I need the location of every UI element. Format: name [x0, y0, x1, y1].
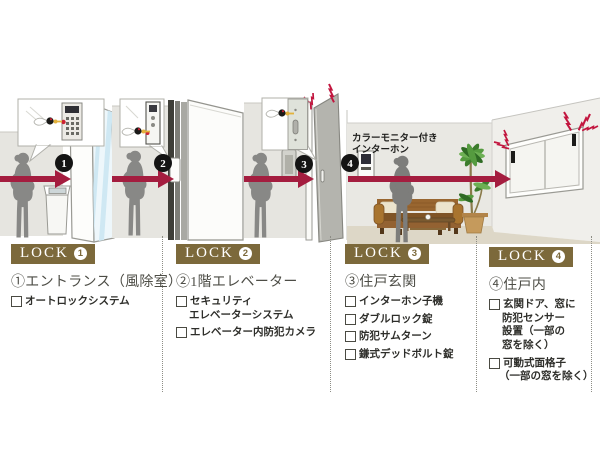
monitor-intercom-label-line1: カラーモニター付き: [352, 132, 438, 144]
checklist-item-text: エレベーターシステム: [189, 308, 294, 321]
checklist-item: ダブルロック錠: [345, 313, 473, 327]
keyfob-callout: [17, 98, 105, 163]
lock-section-3: LOCK 3 ③住戸玄関 インターホン子機 ダブルロック錠 防犯サムターン 鎌式…: [345, 244, 473, 362]
plant-leaves: [458, 143, 491, 203]
lock-badge-number: 2: [238, 247, 252, 260]
svg-text:3: 3: [301, 159, 307, 171]
checklist-item: オートロックシステム: [11, 295, 161, 309]
flow-step-badges: 1 2 3 4: [55, 154, 359, 173]
window-icon: [505, 126, 584, 199]
keyfob-callout: [261, 97, 318, 162]
floor: [347, 226, 600, 244]
checklist-item-text: 玄関ドア、窓に: [503, 298, 576, 310]
lock-section-2: LOCK 2 ②1階エレベーター セキュリティ エレベーターシステム エレベータ…: [176, 244, 326, 340]
lock-badge-number: 4: [551, 250, 565, 263]
checklist-item: インターホン子機: [345, 295, 473, 309]
checkbox-icon: [176, 327, 187, 339]
column-divider: [330, 236, 331, 392]
elevator-door-icon: [168, 99, 244, 241]
checklist-item-text: エレベーター内防犯カメラ: [190, 326, 316, 339]
checklist-item: 可動式面格子 （一部の窓を除く）: [489, 356, 594, 384]
security-sensor-icon: [511, 151, 515, 163]
checkbox-icon: [176, 296, 187, 307]
checklist-item-text: 鎌式デッドボルト錠: [359, 347, 454, 360]
lock-badge-2: LOCK 2: [176, 244, 260, 264]
checklist-item: セキュリティ エレベーターシステム: [176, 295, 326, 322]
security-sensor-icon: [572, 134, 576, 146]
entrance-intercom-kiosk-icon: [43, 185, 71, 235]
lock-badge-word: LOCK: [354, 245, 403, 261]
section-elevator: [112, 98, 244, 241]
column-divider: [162, 236, 163, 392]
lock-badge-3: LOCK 3: [345, 244, 429, 264]
checklist-item: 玄関ドア、窓に 防犯センサー 設置（一部の 窓を除く）: [489, 298, 591, 353]
lock-section-4: LOCK 4 ④住戸内 玄関ドア、窓に 防犯センサー 設置（一部の 窓を除く） …: [489, 247, 594, 384]
checklist-item: 防犯サムターン: [345, 330, 473, 344]
lock-badge-1: LOCK 1: [11, 244, 95, 264]
flow-arrow-1: [0, 170, 71, 188]
checklist-item-text: 可動式面格子: [503, 356, 566, 369]
svg-text:4: 4: [347, 158, 353, 170]
checkbox-icon: [345, 331, 356, 343]
section-entrance: [0, 98, 115, 243]
step-badge-4: 4: [341, 154, 359, 172]
svg-text:2: 2: [160, 158, 166, 170]
flow-arrow-3: [244, 170, 314, 188]
checklist-item: 鎌式デッドボルト錠: [345, 348, 473, 362]
flow-arrow-2: [112, 170, 174, 188]
checklist-item-text: （一部の窓を除く）: [499, 370, 594, 383]
checkbox-icon: [345, 348, 356, 360]
column-divider: [476, 236, 477, 392]
step-badge-2: 2: [154, 154, 172, 172]
checklist-item-text: インターホン子機: [359, 295, 443, 307]
monitor-intercom-label-line2: インターホン: [352, 144, 409, 156]
step-badge-3: 3: [295, 155, 313, 173]
coffee-table: [401, 214, 456, 231]
intercom-keypad-icon: [61, 102, 83, 141]
section-heading: ④住戸内: [489, 278, 547, 293]
lock-section-1: LOCK 1 ①エントランス（風除室） オートロックシステム: [11, 244, 183, 309]
checkbox-icon: [489, 357, 500, 369]
checkbox-icon: [489, 299, 500, 310]
lock-badge-number: 3: [407, 247, 421, 260]
wall-intercom-icon: [281, 149, 297, 181]
checklist-item-text: オートロックシステム: [25, 295, 130, 307]
lock-badge-4: LOCK 4: [489, 247, 573, 267]
section-dwelling-entrance: [244, 83, 344, 243]
checklist-item: エレベーター内防犯カメラ: [176, 326, 326, 340]
section-heading: ①エントランス（風除室）: [11, 275, 183, 290]
potted-plant: [458, 143, 491, 234]
checklist-item-text: 窓を除く）: [502, 338, 555, 351]
lock-badge-word: LOCK: [20, 245, 69, 261]
checklist-item-text: ダブルロック錠: [359, 312, 433, 325]
checkbox-icon: [345, 296, 356, 307]
keyfob-callout: [119, 98, 171, 161]
svg-text:1: 1: [61, 158, 67, 170]
checklist-item-text: セキュリティ: [190, 295, 253, 307]
lock-badge-word: LOCK: [498, 248, 547, 264]
column-divider: [591, 236, 592, 392]
section-heading: ③住戸玄関: [345, 275, 417, 290]
section-heading: ②1階エレベーター: [176, 275, 298, 290]
checkbox-icon: [345, 313, 356, 325]
lock-badge-number: 1: [73, 247, 87, 260]
section-inside-dwelling: カラーモニター付き インターホン: [346, 97, 600, 244]
step-badge-1: 1: [55, 154, 73, 172]
flow-arrows: [0, 170, 511, 188]
door-lock-icon: [287, 98, 308, 150]
lock-badge-word: LOCK: [185, 245, 234, 261]
checklist-item-text: 設置（一部の: [502, 325, 565, 338]
checklist-item-text: 防犯センサー: [502, 311, 565, 324]
elevator-panel-icon: [145, 101, 161, 145]
checklist-item-text: 防犯サムターン: [359, 330, 432, 343]
checkbox-icon: [11, 296, 22, 307]
flow-arrow-4: [348, 170, 511, 188]
